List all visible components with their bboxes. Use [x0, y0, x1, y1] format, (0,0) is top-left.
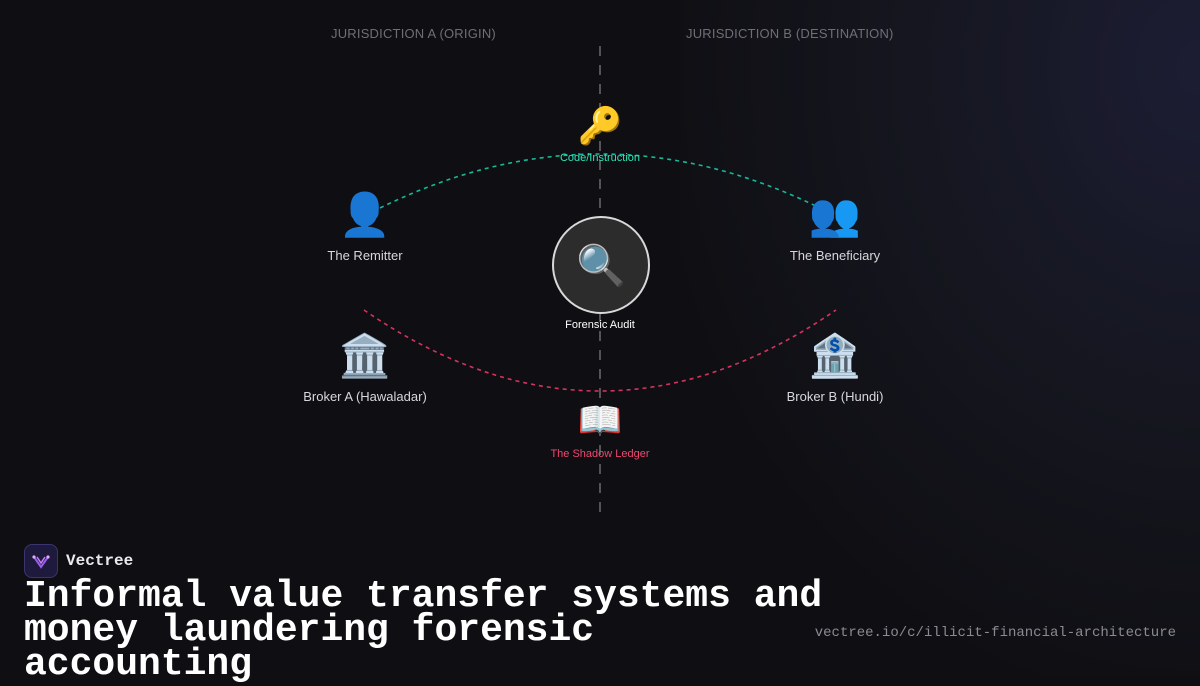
- people-icon: 👥: [808, 191, 862, 238]
- broker-b-node: 🏦 Broker B (Hundi): [760, 331, 910, 404]
- instruction-arc: [379, 153, 821, 209]
- vectree-logo-icon: [24, 544, 58, 578]
- page-title: Informal value transfer systems and mone…: [24, 575, 823, 686]
- remitter-node: 👤 The Remitter: [305, 190, 425, 263]
- beneficiary-node: 👥 The Beneficiary: [775, 190, 895, 263]
- background-glow: [680, 0, 1200, 675]
- broker-b-label: Broker B (Hundi): [786, 389, 884, 404]
- jurisdiction-b-label: JURISDICTION B (DESTINATION): [686, 26, 894, 41]
- beneficiary-label: The Beneficiary: [789, 248, 881, 263]
- broker-a-label: Broker A (Hawaladar): [303, 389, 427, 404]
- key-icon: 🔑: [577, 105, 623, 146]
- remitter-label: The Remitter: [327, 248, 403, 263]
- open-book-icon: 📖: [577, 399, 623, 440]
- bank-icon: 🏦: [808, 332, 862, 379]
- code-instruction-label: Code/Instruction: [559, 152, 641, 164]
- forensic-audit-label: Forensic Audit: [565, 319, 635, 331]
- code-instruction-node: 🔑 Code/Instruction: [540, 104, 660, 164]
- brand[interactable]: Vectree: [24, 544, 133, 578]
- shadow-ledger-label: The Shadow Ledger: [550, 448, 650, 460]
- brand-name: Vectree: [66, 552, 134, 570]
- broker-a-node: 🏛️ Broker A (Hawaladar): [290, 331, 440, 404]
- magnifier-icon: 🔍: [576, 243, 626, 288]
- shadow-ledger-node: 📖 The Shadow Ledger: [530, 398, 670, 460]
- jurisdiction-a-label: JURISDICTION A (ORIGIN): [331, 26, 496, 41]
- classical-building-icon: 🏛️: [338, 332, 392, 379]
- person-icon: 👤: [338, 191, 392, 238]
- source-url[interactable]: vectree.io/c/illicit-financial-architect…: [814, 625, 1176, 641]
- forensic-audit-circle: 🔍: [552, 216, 650, 314]
